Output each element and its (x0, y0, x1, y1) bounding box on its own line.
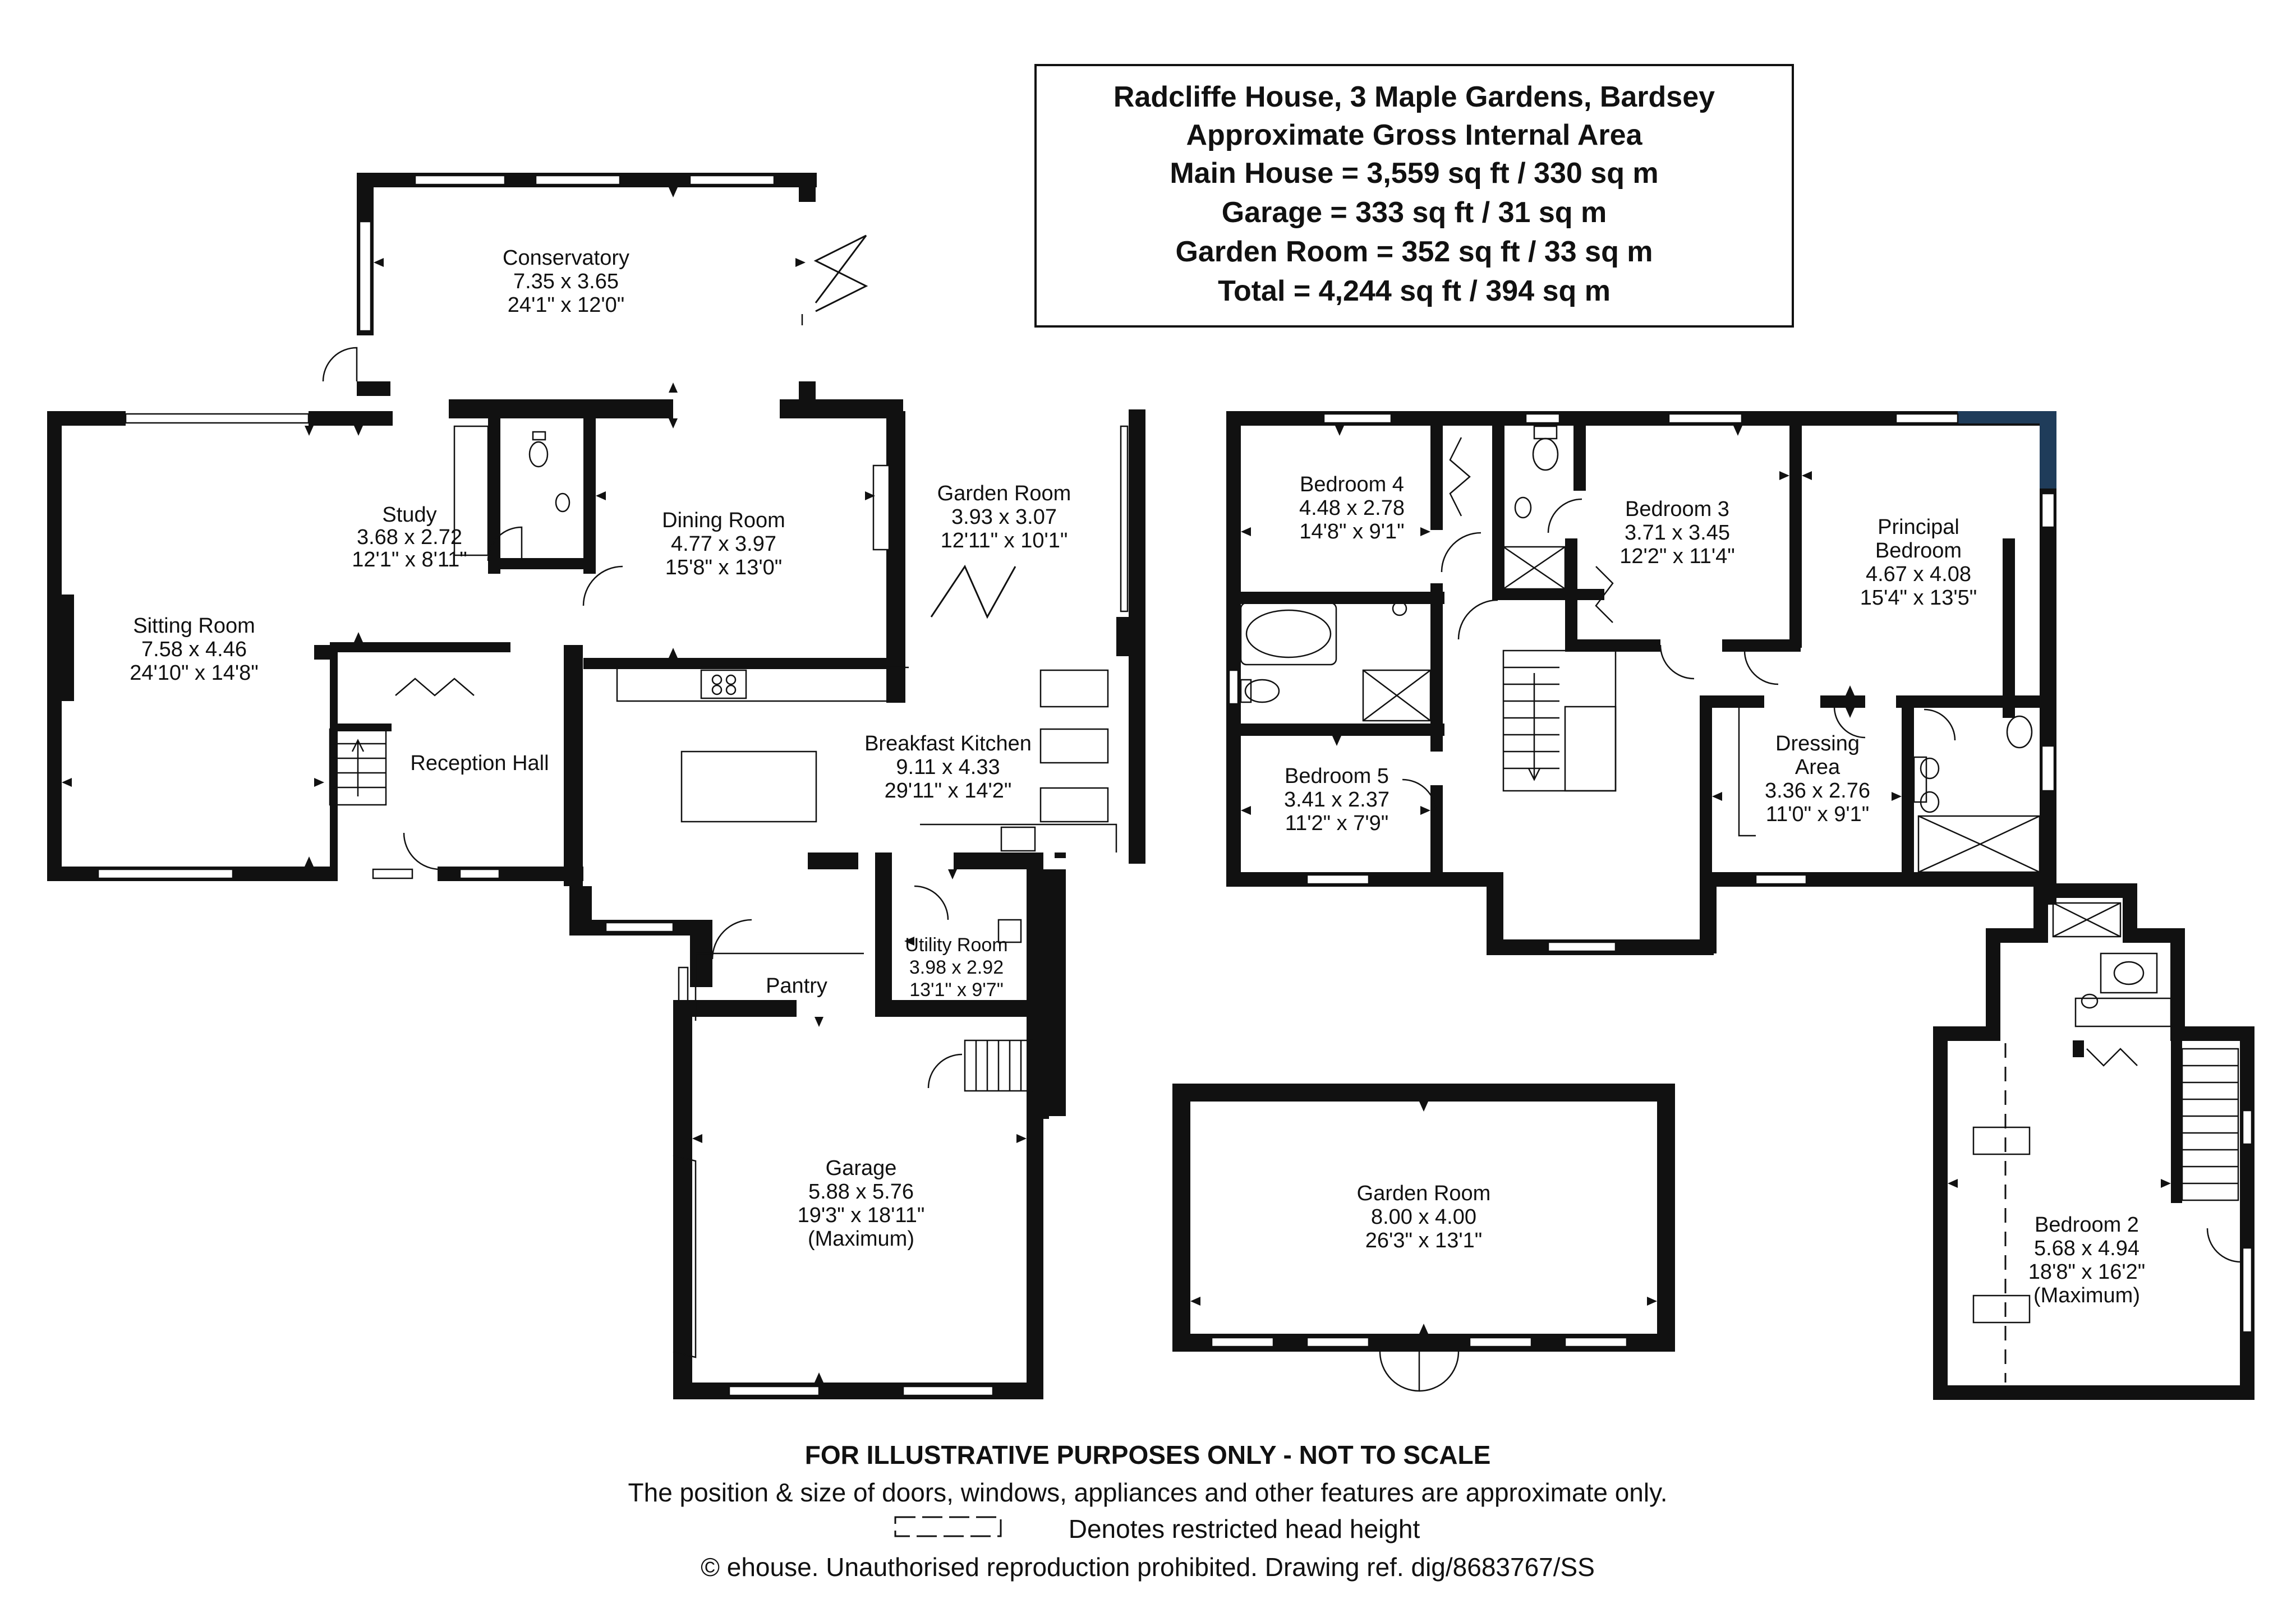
dressing-area-label-2: Area (1795, 755, 1841, 779)
copyright: © ehouse. Unauthorised reproduction proh… (701, 1552, 1595, 1582)
ground-floor-plan: Conservatory 7.35 x 3.65 24'1" x 12'0" S… (47, 173, 1145, 1399)
kitchen-imperial: 29'11" x 14'2" (885, 779, 1012, 803)
bedroom3-label: Bedroom 3 (1625, 497, 1729, 521)
garden-room-plan: Garden Room 8.00 x 4.00 26'3" x 13'1" (1172, 1084, 1675, 1392)
garage-note: (Maximum) (808, 1227, 914, 1251)
footer: FOR ILLUSTRATIVE PURPOSES ONLY - NOT TO … (628, 1440, 1668, 1582)
area-garage: Garage = 333 sq ft / 31 sq m (1222, 196, 1607, 229)
dimension-arrows (62, 187, 2171, 1383)
bedroom2-wing: Bedroom 2 5.68 x 4.94 18'8" x 16'2" (Max… (1933, 883, 2254, 1400)
first-floor-plan: Bedroom 4 4.48 x 2.78 14'8" x 9'1" Bedro… (1226, 411, 2254, 1400)
pantry-label: Pantry (766, 974, 827, 998)
study-metric: 3.68 x 2.72 (357, 526, 462, 549)
garden-room-small-label: Garden Room (937, 482, 1071, 505)
utility-room-label: Utility Room (905, 934, 1007, 956)
bedroom3-imperial: 12'2" x 11'4" (1619, 545, 1735, 568)
garden-room-large-label: Garden Room (1357, 1182, 1491, 1205)
first-floor-labels: Bedroom 4 4.48 x 2.78 14'8" x 9'1" Bedro… (1284, 473, 1977, 835)
bedroom4-label: Bedroom 4 (1300, 473, 1404, 496)
disclaimer: FOR ILLUSTRATIVE PURPOSES ONLY - NOT TO … (805, 1440, 1491, 1469)
bedroom4-metric: 4.48 x 2.78 (1299, 496, 1405, 520)
study-imperial: 12'1" x 8'11" (352, 548, 467, 572)
legend-text: Denotes restricted head height (1069, 1514, 1420, 1543)
bedroom2-label: Bedroom 2 (2035, 1213, 2139, 1237)
bedroom4-imperial: 14'8" x 9'1" (1299, 520, 1404, 543)
sitting-room-imperial: 24'10" x 14'8" (130, 661, 259, 685)
area-subtitle: Approximate Gross Internal Area (1186, 119, 1643, 151)
dressing-area-label: Dressing (1775, 732, 1860, 755)
bedroom5-imperial: 11'2" x 7'9" (1285, 812, 1388, 835)
kitchen-metric: 9.11 x 4.33 (896, 755, 1000, 779)
bedroom3-metric: 3.71 x 3.45 (1625, 521, 1730, 545)
property-title: Radcliffe House, 3 Maple Gardens, Bardse… (1114, 81, 1715, 113)
reception-hall-label: Reception Hall (410, 752, 549, 775)
garage-imperial: 19'3" x 18'11" (798, 1204, 925, 1227)
bedroom5-label: Bedroom 5 (1285, 764, 1389, 788)
dining-room-imperial: 15'8" x 13'0" (665, 556, 782, 579)
principal-bedroom-label-2: Bedroom (1875, 539, 1962, 563)
garage-metric: 5.88 x 5.76 (808, 1180, 914, 1204)
garden-room-large-imperial: 26'3" x 13'1" (1365, 1229, 1482, 1252)
garage-label: Garage (826, 1156, 897, 1180)
ground-floor-labels: Conservatory 7.35 x 3.65 24'1" x 12'0" S… (130, 246, 1071, 1251)
ground-floor-walls (330, 409, 1145, 1399)
conservatory-metric: 7.35 x 3.65 (513, 270, 619, 293)
dining-room-metric: 4.77 x 3.97 (671, 532, 776, 556)
area-main-house: Main House = 3,559 sq ft / 330 sq m (1170, 157, 1658, 190)
first-floor-walls (1226, 411, 2056, 955)
bedroom2-metric: 5.68 x 4.94 (2034, 1237, 2139, 1260)
bedroom5-metric: 3.41 x 2.37 (1284, 788, 1389, 812)
utility-room-imperial: 13'1" x 9'7" (909, 979, 1004, 1001)
dashed-legend-icon (894, 1516, 1002, 1537)
study-label: Study (382, 503, 436, 527)
dining-room-label: Dining Room (662, 509, 785, 532)
approximation-note: The position & size of doors, windows, a… (628, 1478, 1668, 1507)
garden-room-large-metric: 8.00 x 4.00 (1371, 1205, 1476, 1229)
kitchen-label: Breakfast Kitchen (864, 732, 1032, 755)
garden-room-small-imperial: 12'11" x 10'1" (941, 529, 1068, 552)
first-floor-fixtures (1240, 425, 2041, 873)
sitting-room-metric: 7.58 x 4.46 (141, 638, 247, 661)
bedroom2-note: (Maximum) (2033, 1284, 2140, 1307)
utility-room-metric: 3.98 x 2.92 (909, 957, 1004, 978)
sitting-room-label: Sitting Room (133, 614, 255, 638)
garden-room-small-metric: 3.93 x 3.07 (951, 505, 1057, 529)
conservatory-imperial: 24'1" x 12'0" (508, 293, 624, 317)
area-garden-room: Garden Room = 352 sq ft / 33 sq m (1175, 236, 1653, 268)
sitting-room-walls (47, 411, 393, 881)
dressing-area-metric: 3.36 x 2.76 (1765, 779, 1870, 803)
conservatory-label: Conservatory (503, 246, 629, 270)
conservatory-walls (322, 173, 903, 418)
restricted-head-height-legend: Denotes restricted head height (894, 1514, 1420, 1543)
principal-bedroom-label: Principal (1878, 515, 1959, 539)
principal-bedroom-metric: 4.67 x 4.08 (1866, 563, 1971, 586)
dressing-area-imperial: 11'0" x 9'1" (1766, 803, 1869, 826)
area-total: Total = 4,244 sq ft / 394 sq m (1218, 275, 1611, 307)
principal-bedroom-imperial: 15'4" x 13'5" (1860, 586, 1977, 610)
ground-floor-fixtures (329, 314, 1117, 1358)
bedroom2-imperial: 18'8" x 16'2" (2028, 1260, 2145, 1284)
area-summary-box: Radcliffe House, 3 Maple Gardens, Bardse… (1034, 64, 1794, 328)
